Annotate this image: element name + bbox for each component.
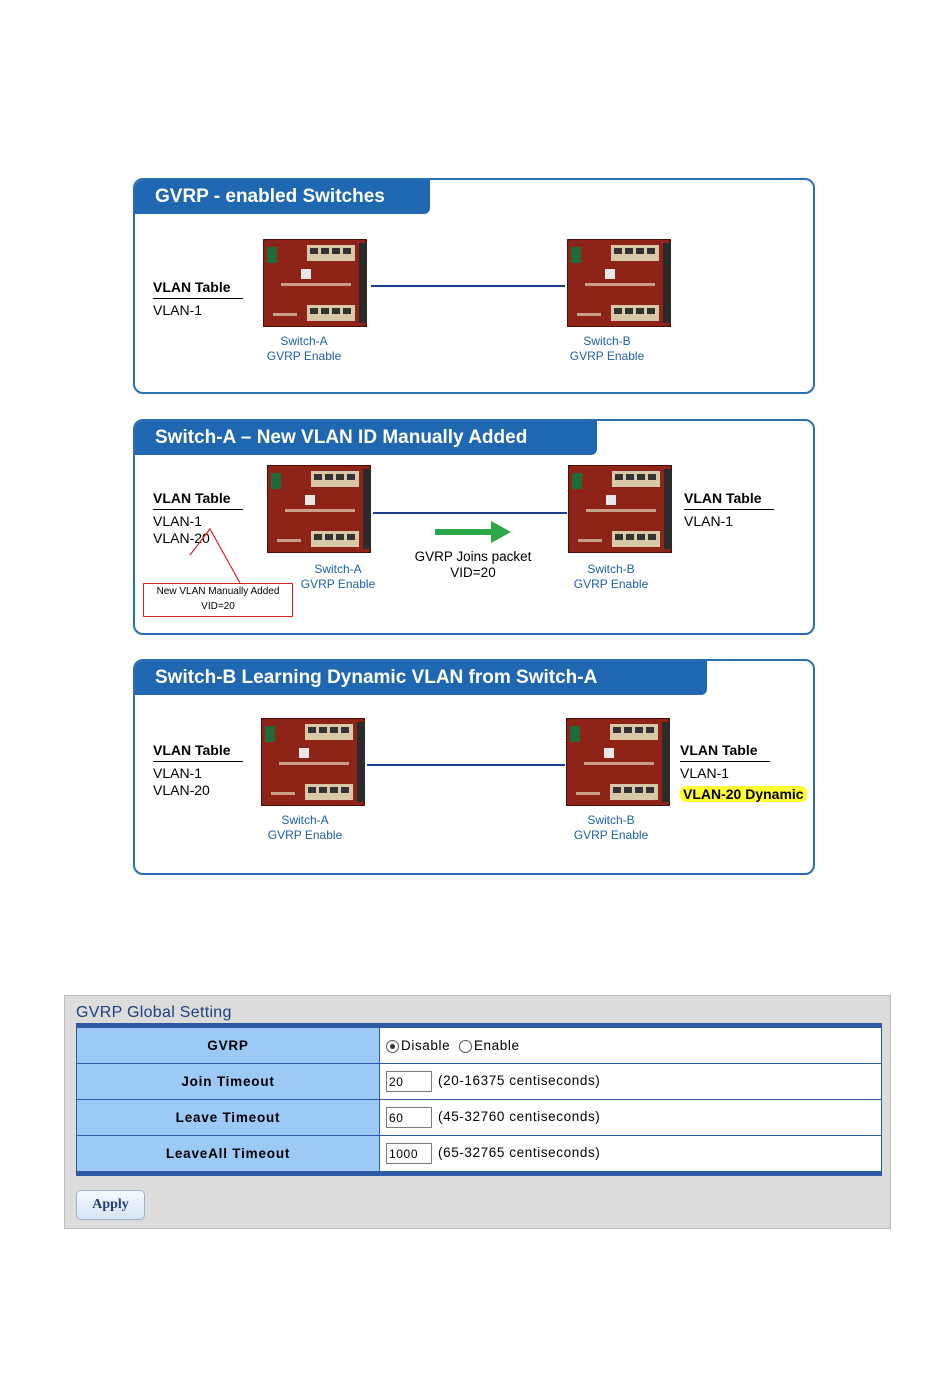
switch-a-label: Switch-A GVRP Enable bbox=[250, 813, 360, 843]
switch-a-image bbox=[263, 239, 367, 327]
callout-box: New VLAN Manually Added VID=20 bbox=[143, 583, 293, 617]
apply-button[interactable]: Apply bbox=[76, 1190, 145, 1220]
switch-b-image bbox=[567, 239, 671, 327]
vlan-row: VLAN-1 bbox=[153, 302, 203, 318]
switch-status: GVRP Enable bbox=[569, 349, 645, 363]
vlan-table-switch-b: VLAN Table VLAN-1 bbox=[684, 490, 774, 530]
vlan-table-switch-a: VLAN Table VLAN-1 bbox=[153, 279, 243, 319]
join-timeout-input[interactable]: 20 bbox=[386, 1071, 432, 1092]
switch-status: GVRP Enable bbox=[573, 577, 649, 591]
switch-a-image bbox=[261, 718, 365, 806]
table-row: Leave Timeout 60 (45-32760 centiseconds) bbox=[76, 1099, 882, 1136]
vlan-table-header: VLAN Table bbox=[684, 490, 774, 510]
form-title: GVRP Global Setting bbox=[76, 1004, 232, 1021]
gvrp-mode-cell: Disable Enable bbox=[379, 1025, 882, 1064]
dynamic-vlan-highlight: VLAN-20 Dynamic bbox=[680, 786, 807, 802]
panel-title: Switch-A – New VLAN ID Manually Added bbox=[135, 421, 597, 455]
vlan-table-header: VLAN Table bbox=[153, 490, 243, 510]
packet-line2: VID=20 bbox=[450, 565, 496, 580]
switch-name: Switch-A bbox=[314, 562, 362, 576]
link-line bbox=[367, 764, 565, 766]
diagram-panel-manual-add: Switch-A – New VLAN ID Manually Added VL… bbox=[133, 419, 815, 635]
vlan-table-switch-a: VLAN Table VLAN-1 VLAN-20 bbox=[153, 490, 243, 547]
join-timeout-range: (20-16375 centiseconds) bbox=[438, 1073, 601, 1089]
leaveall-timeout-label: LeaveAll Timeout bbox=[76, 1135, 380, 1174]
table-row: LeaveAll Timeout 1000 (65-32765 centiseco… bbox=[76, 1135, 882, 1174]
vlan-table-header: VLAN Table bbox=[153, 279, 243, 299]
leave-timeout-range: (45-32760 centiseconds) bbox=[438, 1109, 601, 1125]
vlan-table-switch-a: VLAN Table VLAN-1 VLAN-20 bbox=[153, 742, 243, 799]
callout-line2: VID=20 bbox=[201, 601, 235, 612]
switch-status: GVRP Enable bbox=[573, 828, 649, 842]
disable-radio-label[interactable]: Disable bbox=[401, 1038, 451, 1053]
callout-line1: New VLAN Manually Added bbox=[156, 586, 280, 597]
switch-a-image bbox=[267, 465, 371, 553]
leave-timeout-cell: 60 (45-32760 centiseconds) bbox=[379, 1099, 882, 1136]
disable-radio[interactable] bbox=[386, 1039, 399, 1053]
vlan-row: VLAN-20 bbox=[153, 530, 210, 546]
switch-b-image bbox=[568, 465, 672, 553]
vlan-row: VLAN-20 bbox=[153, 782, 210, 798]
leave-timeout-label: Leave Timeout bbox=[76, 1099, 380, 1136]
link-line bbox=[373, 512, 567, 514]
switch-b-label: Switch-B GVRP Enable bbox=[556, 813, 666, 843]
vlan-row: VLAN-1 bbox=[684, 513, 734, 529]
switch-b-label: Switch-B GVRP Enable bbox=[552, 334, 662, 364]
link-line bbox=[371, 285, 565, 287]
enable-radio-label[interactable]: Enable bbox=[473, 1038, 520, 1053]
diagram-panel-dynamic-learning: Switch-B Learning Dynamic VLAN from Swit… bbox=[133, 659, 815, 875]
vlan-table-header: VLAN Table bbox=[153, 742, 243, 762]
diagram-panel-gvrp-enabled: GVRP - enabled Switches VLAN Table VLAN-… bbox=[133, 178, 815, 394]
switch-status: GVRP Enable bbox=[267, 828, 343, 842]
vlan-row: VLAN-1 bbox=[680, 765, 730, 781]
vlan-table-switch-b: VLAN Table VLAN-1 VLAN-20 Dynamic bbox=[680, 742, 807, 803]
vlan-row: VLAN-1 bbox=[153, 513, 203, 529]
panel-title: GVRP - enabled Switches bbox=[135, 180, 430, 214]
panel-title: Switch-B Learning Dynamic VLAN from Swit… bbox=[135, 661, 707, 695]
leave-timeout-input[interactable]: 60 bbox=[386, 1107, 432, 1128]
gvrp-global-setting-panel: GVRP Global Setting GVRP Disable Enable … bbox=[64, 995, 891, 1229]
enable-radio[interactable] bbox=[458, 1039, 472, 1053]
leaveall-timeout-range: (65-32765 centiseconds) bbox=[438, 1145, 601, 1161]
gvrp-label: GVRP bbox=[76, 1025, 380, 1064]
packet-line1: GVRP Joins packet bbox=[414, 549, 532, 564]
switch-name: Switch-B bbox=[587, 813, 635, 827]
table-row: Join Timeout 20 (20-16375 centiseconds) bbox=[76, 1063, 882, 1100]
switch-status: GVRP Enable bbox=[300, 577, 376, 591]
switch-status: GVRP Enable bbox=[266, 349, 342, 363]
green-arrow-icon bbox=[435, 521, 511, 543]
packet-label: GVRP Joins packet VID=20 bbox=[393, 549, 553, 581]
switch-name: Switch-B bbox=[587, 562, 635, 576]
vlan-row: VLAN-1 bbox=[153, 765, 203, 781]
table-row: GVRP Disable Enable bbox=[76, 1025, 882, 1064]
leaveall-timeout-cell: 1000 (65-32765 centiseconds) bbox=[379, 1135, 882, 1174]
gvrp-settings-table: GVRP Disable Enable Join Timeout 20 (20-1… bbox=[76, 1023, 882, 1176]
switch-name: Switch-A bbox=[281, 813, 329, 827]
join-timeout-cell: 20 (20-16375 centiseconds) bbox=[379, 1063, 882, 1100]
join-timeout-label: Join Timeout bbox=[76, 1063, 380, 1100]
switch-b-image bbox=[566, 718, 670, 806]
leaveall-timeout-input[interactable]: 1000 bbox=[386, 1143, 432, 1164]
switch-name: Switch-B bbox=[583, 334, 631, 348]
switch-name: Switch-A bbox=[280, 334, 328, 348]
vlan-table-header: VLAN Table bbox=[680, 742, 770, 762]
switch-b-label: Switch-B GVRP Enable bbox=[556, 562, 666, 592]
switch-a-label: Switch-A GVRP Enable bbox=[249, 334, 359, 364]
switch-a-label: Switch-A GVRP Enable bbox=[283, 562, 393, 592]
